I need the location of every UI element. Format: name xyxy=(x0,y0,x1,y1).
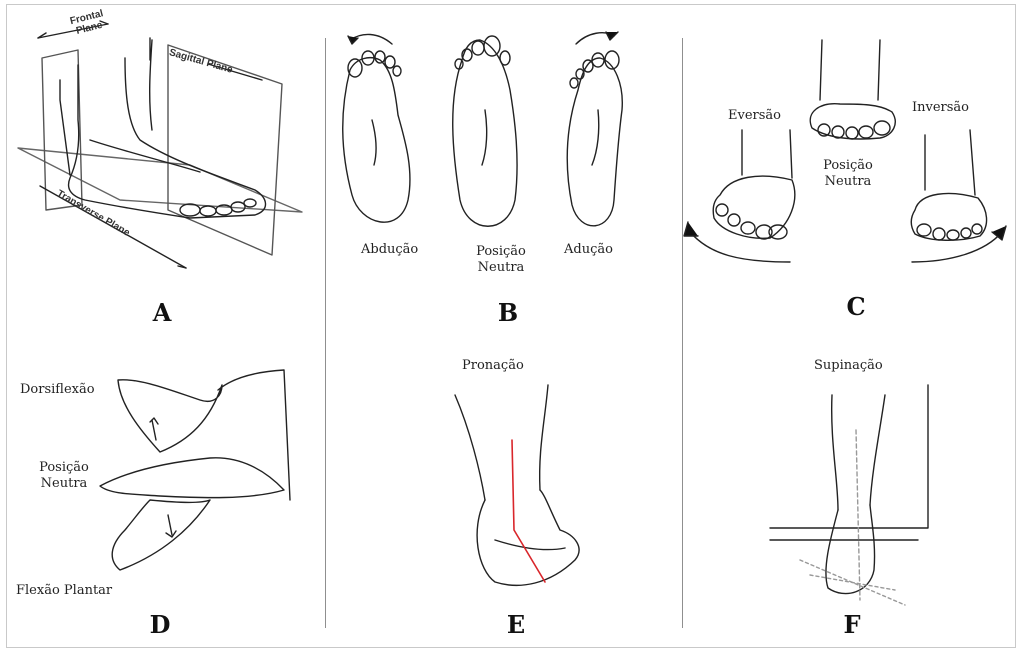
neutral-position-label-d: Posição Neutra xyxy=(24,460,104,492)
dorsiflexion-label: Dorsiflexão xyxy=(20,382,95,398)
panel-a-letter: A xyxy=(142,298,182,327)
panel-c-feet xyxy=(684,40,1006,262)
panel-b-letter: B xyxy=(488,298,528,327)
panel-a-planes xyxy=(18,21,302,268)
eversion-label: Eversão xyxy=(728,108,781,124)
neutral-position-label-c: Posição Neutra xyxy=(813,158,883,190)
panel-d-feet xyxy=(100,370,290,570)
plantar-flexion-label: Flexão Plantar xyxy=(16,583,112,599)
abduction-label: Abdução xyxy=(361,242,418,258)
neutral-position-label-b: Posição Neutra xyxy=(466,244,536,276)
panel-e-letter: E xyxy=(496,610,536,639)
panel-f-letter: F xyxy=(832,610,872,639)
panel-a-foot xyxy=(60,38,266,218)
panel-b-feet xyxy=(343,32,623,226)
panel-f-foot xyxy=(770,385,928,605)
adduction-label: Adução xyxy=(564,242,613,258)
panel-c-letter: C xyxy=(836,292,876,321)
supination-label: Supinação xyxy=(814,358,883,374)
pronation-label: Pronação xyxy=(462,358,524,374)
inversion-label: Inversão xyxy=(912,100,969,116)
panel-d-letter: D xyxy=(140,610,180,639)
panel-e-foot xyxy=(455,385,579,585)
